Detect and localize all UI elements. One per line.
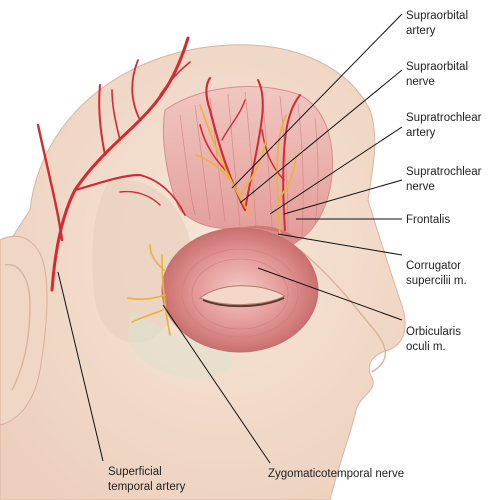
label-supratrochlear-nerve: Supratrochlear nerve [406,166,482,193]
superficial-temporal-artery [36,36,191,292]
label-line: Superficial [108,466,162,478]
label-line: Corrugator [406,260,461,272]
label-corrugator: Corrugator supercilii m. [406,260,467,287]
eyelid [199,285,287,305]
label-supraorbital-nerve: Supraorbital nerve [406,61,468,88]
ear-inner [4,264,31,391]
nose-contour [299,249,387,373]
orbicularis-fibers [171,238,309,346]
supraorbital-nerve [195,104,267,216]
label-line: temporal artery [108,481,186,493]
label-superficial-temporal: Superficial temporal artery [108,466,186,493]
leader-lines [57,13,403,464]
label-line: Supraorbital [406,10,468,22]
label-orbicularis: Orbicularis oculi m. [406,326,461,353]
supratrochlear-artery [261,94,301,231]
label-line: Supratrochlear [406,166,482,178]
label-supratrochlear-artery: Supratrochlear artery [406,112,482,139]
label-line: nerve [406,181,435,193]
label-line: Supratrochlear [406,112,482,124]
label-line: Frontalis [406,214,450,226]
eyelashes [202,297,285,308]
label-line: oculi m. [406,341,446,353]
label-line: nerve [406,76,435,88]
supratrochlear-nerve [276,114,297,236]
label-supraorbital-artery: Supraorbital artery [406,10,468,37]
label-zygomaticotemporal: Zygomaticotemporal nerve [268,468,404,480]
ear [0,235,48,426]
label-frontalis: Frontalis [406,214,450,226]
zygomaticotemporal-nerve [127,244,171,336]
label-line: Zygomaticotemporal nerve [268,468,404,480]
label-line: supercilii m. [406,275,467,287]
label-line: Supraorbital [406,61,468,73]
frontalis-muscle [163,86,334,241]
label-line: artery [406,127,436,139]
label-line: Orbicularis [406,326,461,338]
label-line: artery [406,25,436,37]
zygomatic-area [128,310,233,379]
